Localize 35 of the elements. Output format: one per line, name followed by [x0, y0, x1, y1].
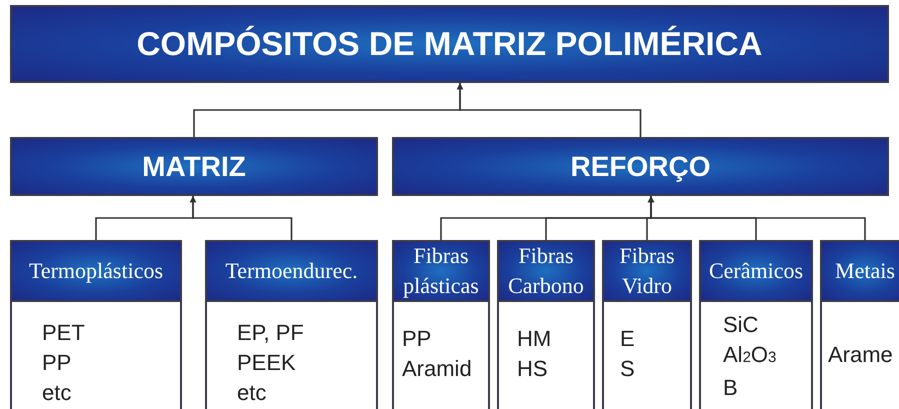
material-name: E [620, 325, 635, 353]
column-header: Termoendurec. [207, 242, 376, 302]
connector-arrow [456, 83, 642, 137]
category-column [205, 240, 378, 409]
category-column [392, 240, 490, 409]
column-header: Cerâmicos [701, 242, 811, 302]
category-column [699, 240, 813, 409]
material-name: EP, PF [237, 319, 304, 347]
title-banner: REFORÇO [392, 137, 889, 196]
category-column [497, 240, 595, 409]
material-name: Arame [828, 341, 893, 369]
category-column [10, 240, 182, 409]
title-banner: MATRIZ [10, 137, 378, 196]
material-name: HM [517, 325, 552, 353]
material-name: etc [42, 379, 72, 407]
material-name: Aramid [402, 355, 472, 383]
material-name: PEEK [237, 349, 296, 377]
connector-arrow [648, 196, 866, 240]
material-name: S [620, 355, 635, 383]
category-column [820, 240, 899, 409]
column-header: Fibras plásticas [394, 242, 488, 302]
title-banner: COMPÓSITOS DE MATRIZ POLIMÉRICA [10, 5, 889, 83]
material-name: etc [237, 379, 266, 407]
column-header: Fibras Carbono [499, 242, 593, 302]
material-name: PP [42, 349, 72, 377]
material-name: HS [517, 355, 548, 383]
column-header: Fibras Vidro [604, 242, 690, 302]
column-header: Termoplásticos [12, 242, 180, 302]
material-name: B [723, 374, 738, 402]
material-name: SiC [723, 311, 758, 339]
column-header: Metais [822, 242, 899, 302]
connector-arrow [190, 196, 292, 240]
material-name: PP [402, 325, 432, 353]
category-column [602, 240, 692, 409]
material-name: PET [42, 319, 85, 347]
